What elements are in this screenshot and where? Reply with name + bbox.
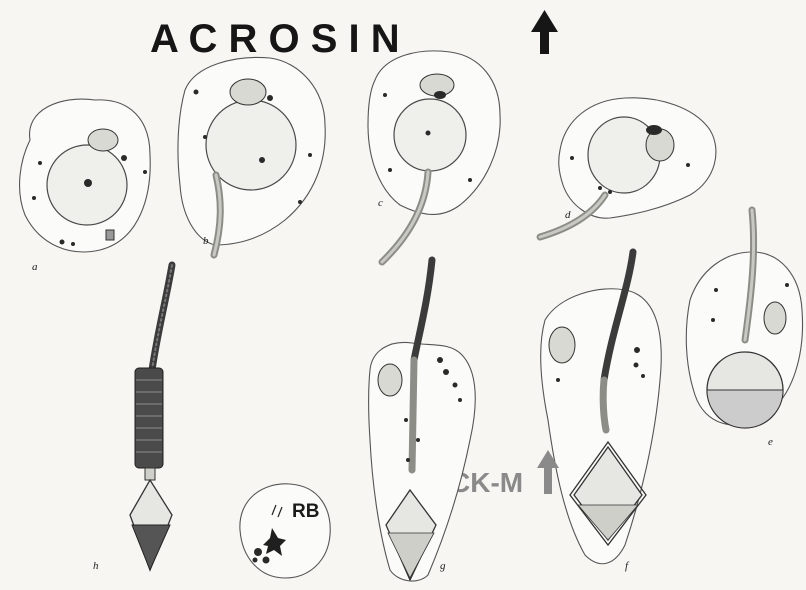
cell-a (20, 99, 151, 252)
cell-f (541, 252, 662, 564)
residual-body (240, 484, 330, 578)
panel-label-b: b (203, 235, 209, 247)
panel-label-e: e (768, 436, 773, 448)
cell-g (369, 260, 476, 581)
cell-h (130, 265, 172, 570)
panel-label-a: a (32, 261, 38, 273)
residual-body-label: RB (292, 501, 319, 522)
cell-b (178, 57, 325, 255)
cell-c (368, 51, 500, 262)
panel-label-c: c (378, 197, 383, 209)
acrosin-up-arrow (531, 10, 558, 54)
panel-label-g: g (440, 560, 446, 572)
cell-e (686, 210, 802, 428)
panel-label-d: d (565, 209, 571, 221)
panel-label-f: f (625, 560, 630, 572)
panel-label-h: h (93, 560, 99, 572)
acrosin-title: A C R O S I N (150, 17, 400, 61)
